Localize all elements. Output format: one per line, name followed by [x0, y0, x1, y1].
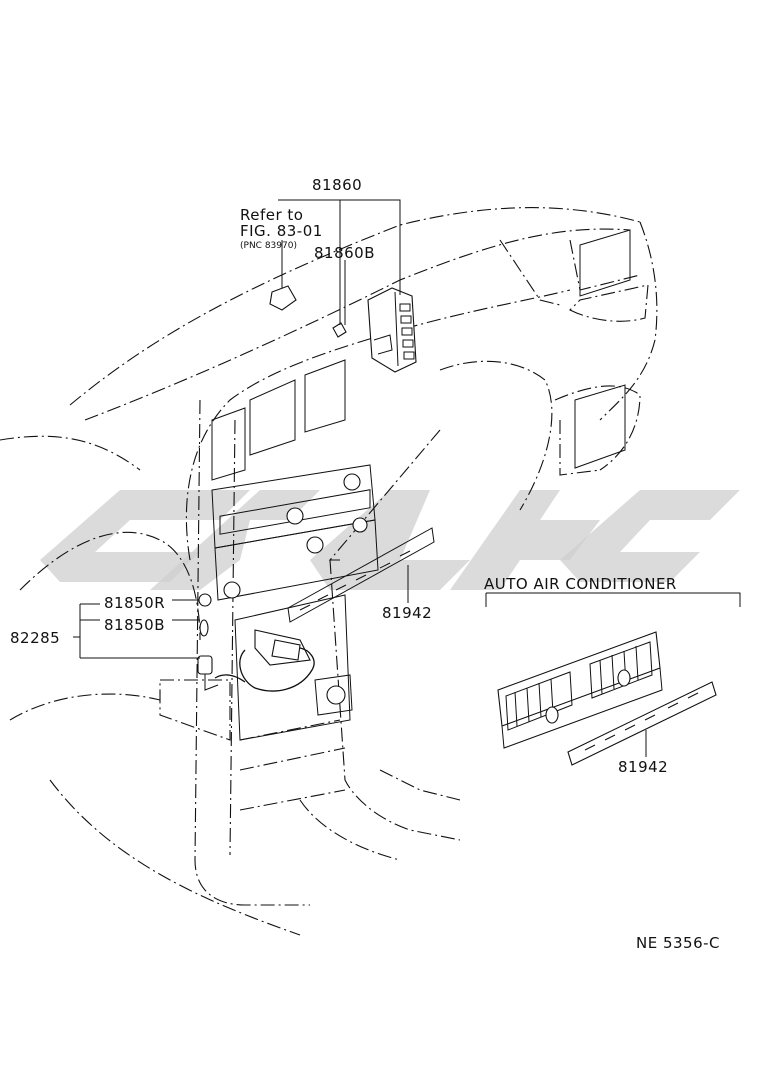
callout-82285: 82285 — [10, 629, 60, 647]
callout-81860b: 81860B — [314, 244, 375, 262]
refer-line-2: FIG. 83-01 — [240, 222, 323, 240]
leader-lines — [73, 199, 647, 757]
control-panel-markings — [299, 550, 411, 611]
labels: 81860 Refer to FIG. 83-01 (PNC 83970) 81… — [10, 176, 720, 952]
watermark-logo — [40, 490, 740, 590]
callout-81850r: 81850R — [104, 594, 165, 612]
switch-assembly — [269, 285, 417, 373]
diagram-code: NE 5356-C — [636, 934, 720, 952]
callout-81860: 81860 — [312, 176, 362, 194]
center-stack — [211, 464, 435, 741]
callout-81850b: 81850B — [104, 616, 165, 634]
dashboard-outline — [0, 207, 658, 936]
refer-line-1: Refer to — [240, 206, 303, 224]
callout-81942-main: 81942 — [382, 604, 432, 622]
callout-81942-inset: 81942 — [618, 758, 668, 776]
inset-auto-ac — [485, 592, 741, 766]
inset-title: AUTO AIR CONDITIONER — [484, 575, 677, 593]
wiring-harness — [197, 593, 315, 692]
dash-vents — [211, 229, 631, 481]
refer-line-3: (PNC 83970) — [240, 241, 297, 251]
